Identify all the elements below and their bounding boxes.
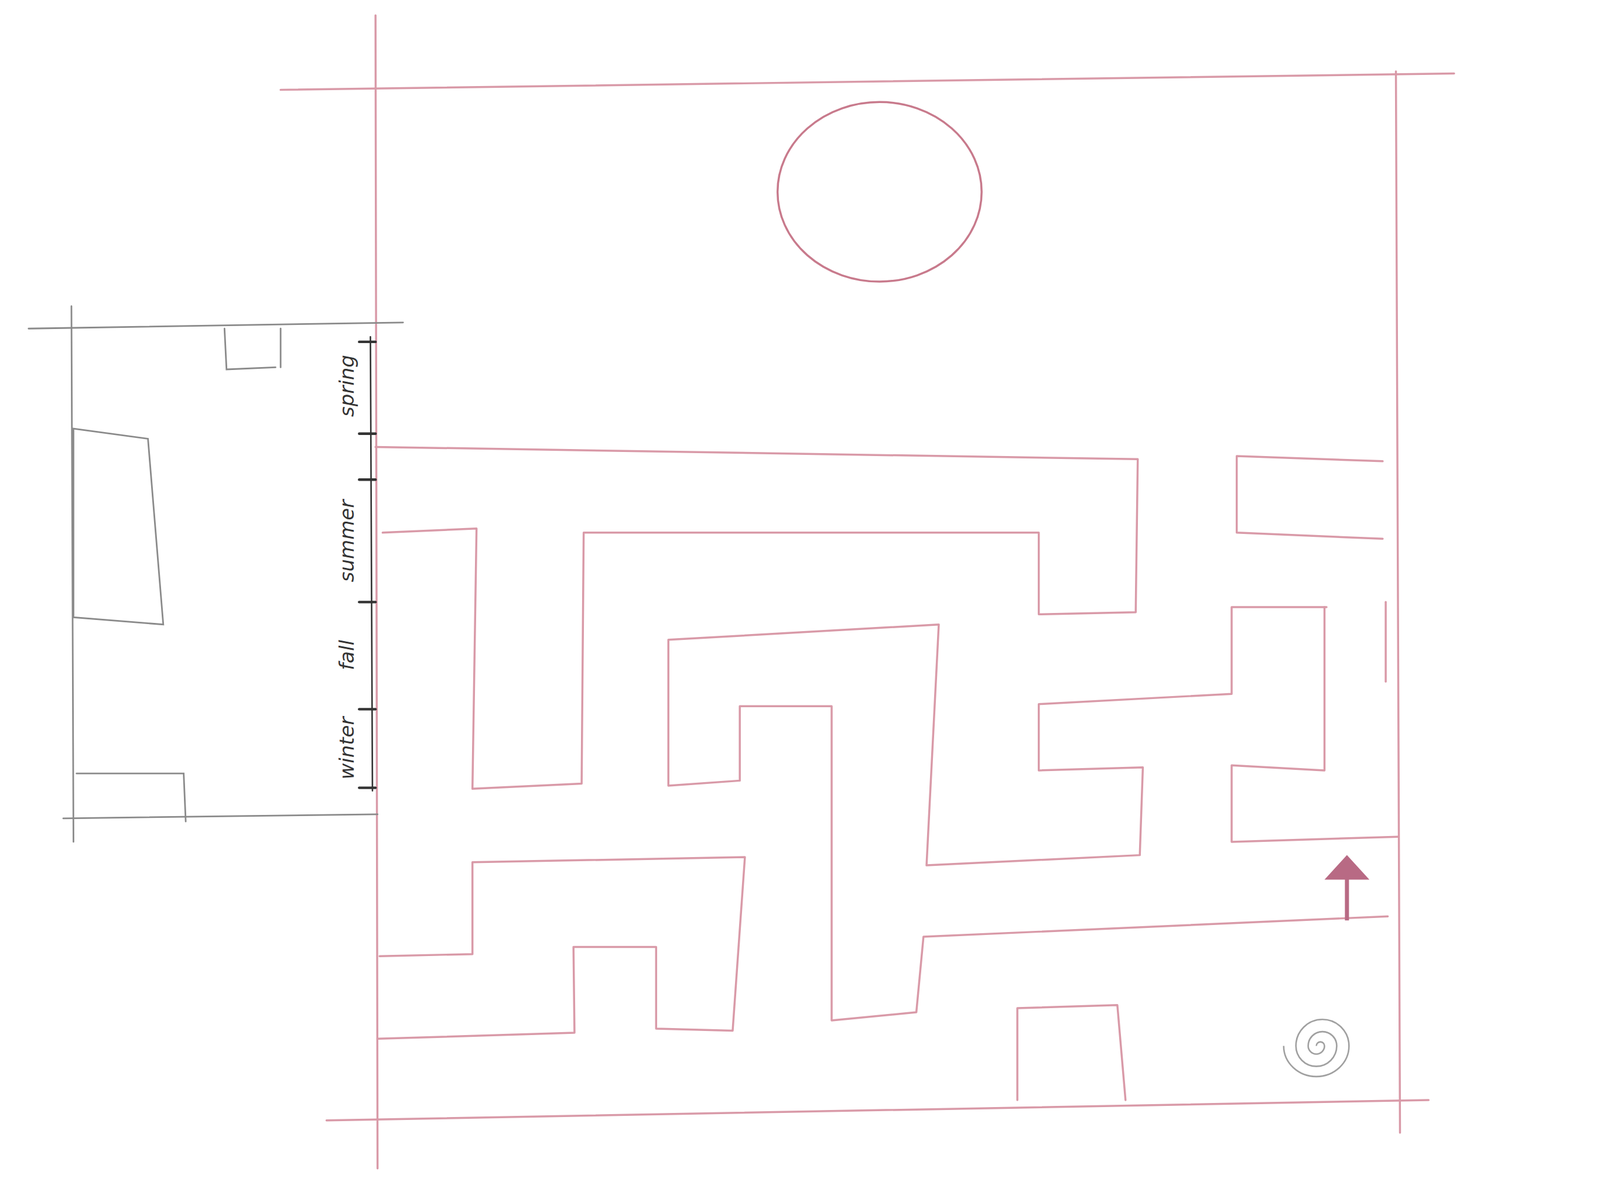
season-panel <box>28 306 403 843</box>
season-tab-label: fall <box>336 640 357 671</box>
season-tab-label: spring <box>336 354 357 417</box>
up-arrow <box>1324 855 1370 922</box>
season-tab-label: winter <box>336 716 357 780</box>
tab-dividers <box>359 336 376 792</box>
season-tab-label: summer <box>336 500 357 583</box>
maze-walls <box>280 15 1455 1169</box>
spiral-portal <box>1283 1019 1350 1078</box>
